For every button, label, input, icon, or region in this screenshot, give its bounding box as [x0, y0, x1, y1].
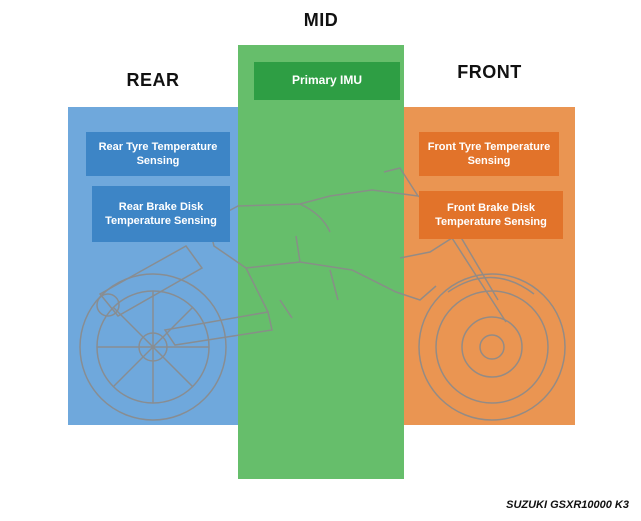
heading-rear: REAR [126, 70, 180, 90]
heading-mid: MID [303, 10, 339, 30]
caption-bike-model: SUZUKI GSXR10000 K3 [506, 499, 629, 511]
label-front-tyre-temperature-sensing: Front Tyre Temperature Sensing [419, 132, 559, 176]
label-primary-imu: Primary IMU [254, 62, 400, 100]
heading-front: FRONT [457, 62, 522, 82]
label-front-brake-disk-temperature-sensing: Front Brake Disk Temperature Sensing [419, 191, 563, 239]
zone-mid [238, 45, 404, 479]
label-rear-tyre-temperature-sensing: Rear Tyre Temperature Sensing [86, 132, 230, 176]
label-rear-brake-disk-temperature-sensing: Rear Brake Disk Temperature Sensing [92, 186, 230, 242]
